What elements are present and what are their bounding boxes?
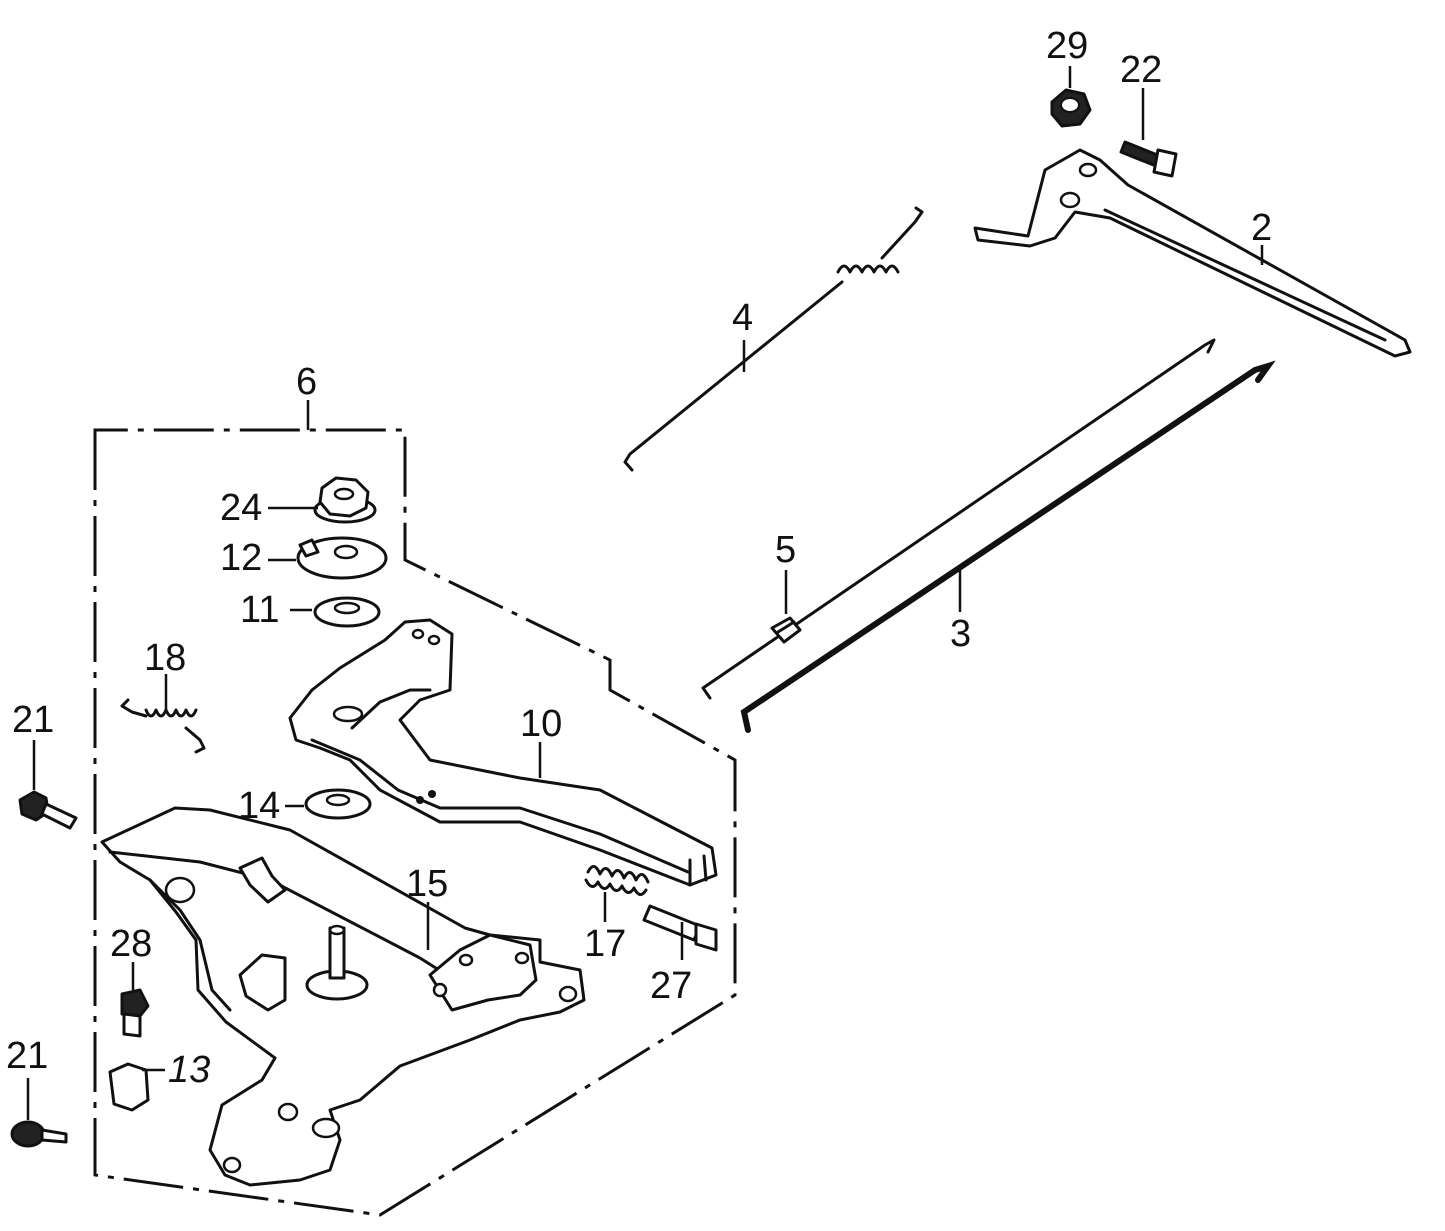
part-3-control-rod	[701, 338, 1276, 733]
part-29-nut	[1050, 66, 1092, 128]
part-5-rod-clip	[770, 570, 802, 644]
callout-28: 28	[110, 923, 152, 965]
part-15-control-bracket	[100, 806, 586, 1187]
part-4-spring-wire	[623, 206, 924, 472]
callout-22: 22	[1120, 49, 1162, 91]
callout-3: 3	[950, 613, 971, 655]
part-24-flange-nut	[268, 476, 377, 524]
callout-14: 14	[238, 785, 280, 827]
callout-18: 18	[144, 637, 186, 679]
part-21-bolt-top	[18, 740, 78, 830]
callout-2: 2	[1251, 207, 1272, 249]
part-18-return-spring	[120, 674, 206, 754]
part-27-adjust-screw	[642, 904, 718, 960]
callout-27: 27	[650, 965, 692, 1007]
part-12-lever-plate	[268, 536, 388, 580]
part-10-governor-arm	[288, 618, 718, 887]
callout-4: 4	[732, 297, 753, 339]
part-21-bolt-bottom	[10, 1078, 68, 1148]
callout-labels: 29 22 2 4 6 3 5 24 12 11 18 21 10 14 15 …	[6, 25, 1272, 1091]
callout-21-top: 21	[12, 699, 54, 741]
callout-6: 6	[296, 361, 317, 403]
part-28-stud-bolt	[120, 962, 150, 1038]
part-2-control-lever	[973, 148, 1412, 358]
callout-13: 13	[168, 1049, 210, 1091]
callout-21-bottom: 21	[6, 1035, 48, 1077]
part-17-spring	[584, 865, 650, 922]
part-22-bolt	[1119, 88, 1178, 178]
callout-29: 29	[1046, 25, 1088, 67]
callout-11: 11	[240, 589, 279, 631]
part-13-cable-clip	[108, 1062, 165, 1112]
callout-24: 24	[220, 487, 262, 529]
callout-10: 10	[520, 703, 562, 745]
part-11-washer	[290, 596, 381, 628]
assembly-6-frame	[93, 400, 737, 1217]
callout-5: 5	[775, 529, 796, 571]
callout-17: 17	[584, 923, 626, 965]
callout-12: 12	[220, 537, 262, 579]
callout-15: 15	[406, 863, 448, 905]
part-14-washer	[285, 788, 372, 820]
